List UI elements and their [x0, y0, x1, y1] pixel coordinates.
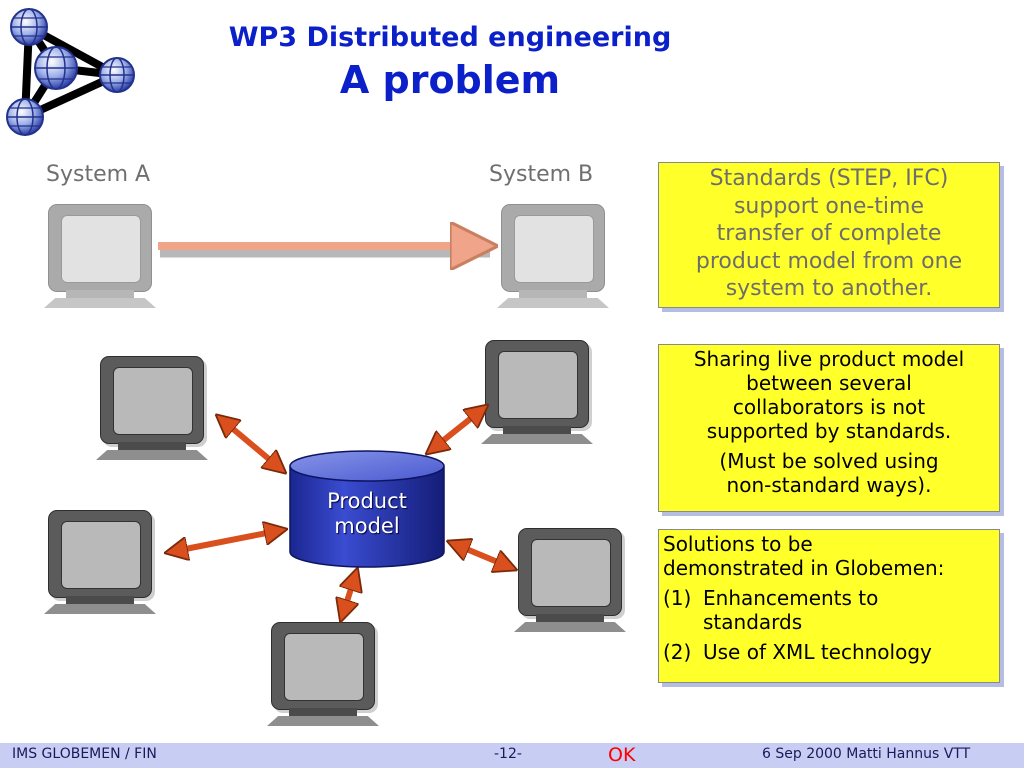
note-standards: Standards (STEP, IFC) support one-time t…	[658, 162, 1000, 308]
collaborator-monitor-icon	[267, 620, 379, 728]
collaborator-monitor-icon	[44, 508, 156, 616]
note-sharing: Sharing live product model between sever…	[658, 344, 1000, 512]
globe-icon	[6, 98, 44, 136]
globe-icon	[34, 46, 78, 90]
product-model-database-icon	[289, 450, 445, 568]
footer-date-author: 6 Sep 2000 Matti Hannus VTT	[762, 746, 971, 762]
slide-footer: IMS GLOBEMEN / FIN -12- OK 6 Sep 2000 Ma…	[0, 743, 1024, 768]
footer-org: IMS GLOBEMEN / FIN	[12, 746, 157, 762]
note-solutions: Solutions to be demonstrated in Globemen…	[658, 529, 1000, 683]
globe-network-logo	[6, 8, 135, 136]
system-a-monitor-icon	[44, 202, 156, 310]
collaborator-monitor-icon	[96, 354, 208, 462]
slide-subtitle: A problem	[339, 58, 561, 102]
solution-item: (1) Enhancements to standards	[663, 586, 879, 634]
collaborator-monitor-icon	[481, 338, 593, 446]
collaborator-monitor-icon	[514, 526, 626, 634]
system-b-monitor-icon	[497, 202, 609, 310]
solution-item: (2) Use of XML technology	[663, 640, 932, 664]
globe-icon	[99, 57, 135, 93]
footer-page-number: -12-	[494, 746, 522, 762]
system-a-to-b-arrow	[158, 246, 490, 253]
bidirectional-arrow	[170, 408, 512, 617]
system-a-label: System A	[46, 162, 151, 187]
product-model-label: Product model	[327, 489, 407, 538]
globe-icon	[10, 8, 48, 46]
footer-ok-link[interactable]: OK	[608, 744, 636, 766]
system-b-label: System B	[489, 162, 594, 187]
slide-title: WP3 Distributed engineering	[228, 22, 672, 53]
